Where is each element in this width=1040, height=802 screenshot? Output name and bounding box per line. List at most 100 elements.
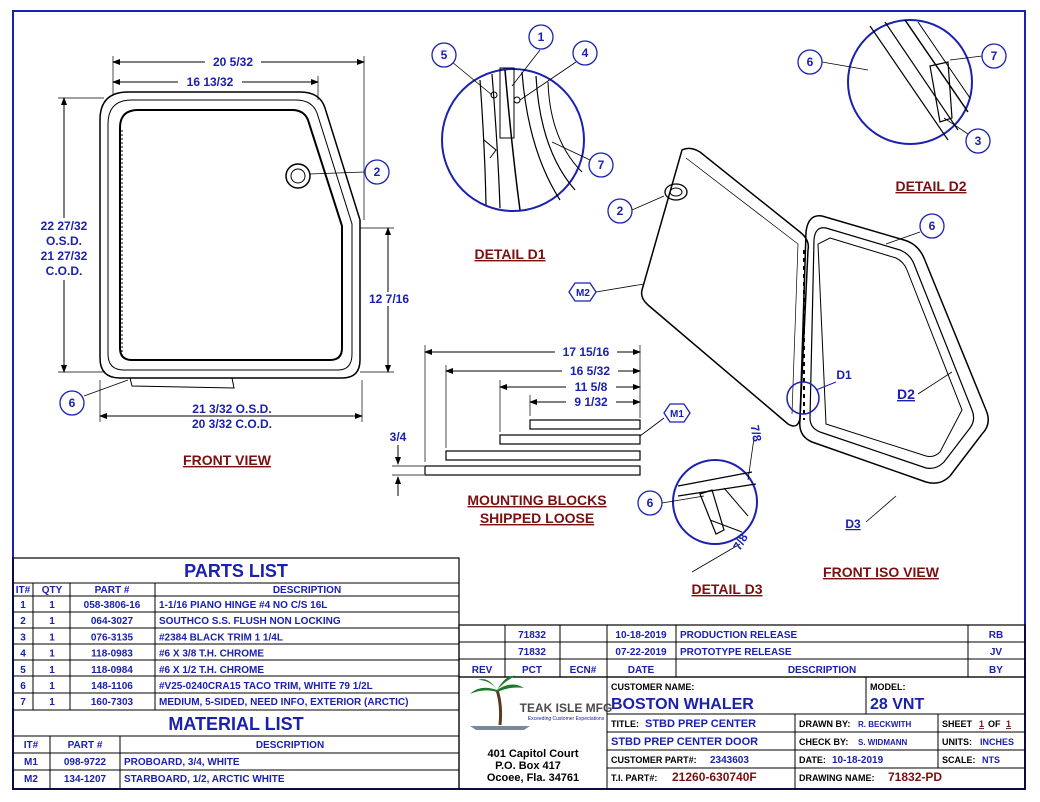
pl-cell-qty: 1 [49, 600, 55, 611]
detail-d1: 1 4 5 7 DETAIL D1 [431, 24, 614, 262]
detail-d3: 7/8 7/8 6 DETAIL D3 [637, 424, 765, 597]
ti-part-value: 21260-630740F [672, 770, 757, 784]
pl-cell-part: 064-3027 [91, 616, 134, 627]
date-value: 10-18-2019 [832, 755, 884, 766]
units-value: INCHES [980, 737, 1014, 747]
pl-cell-it: 2 [20, 616, 26, 627]
rev-cell-desc: PROTOTYPE RELEASE [680, 647, 792, 658]
pl-hdr-part: PART # [95, 585, 130, 596]
drawing-label: DRAWING NAME: [799, 773, 875, 783]
front-view-title: FRONT VIEW [183, 452, 272, 468]
pl-cell-part: 148-1106 [91, 681, 133, 692]
pl-cell-it: 5 [20, 665, 26, 676]
pl-cell-it: 3 [20, 632, 26, 643]
detail-d2: 6 7 3 DETAIL D2 [797, 19, 1007, 194]
rev-hdr-pct: PCT [522, 665, 542, 676]
mb-dim-2: 16 5/32 [570, 364, 610, 378]
model-value: 28 VNT [870, 696, 924, 713]
sheet-label: SHEET [942, 719, 973, 729]
balloon-2-front: 2 [374, 165, 381, 179]
pl-cell-desc: #6 X 3/8 T.H. CHROME [159, 649, 264, 660]
rev-hdr-date: DATE [628, 665, 655, 676]
mb-title-2: SHIPPED LOOSE [480, 510, 594, 526]
rev-hdr-ecn: ECN# [570, 665, 597, 676]
title-block: TEAK ISLE MFG Exceeding Customer Expecta… [458, 675, 1026, 790]
company-tagline: Exceeding Customer Expectations [528, 716, 605, 722]
rev-cell-by: JV [990, 647, 1003, 658]
balloon-1-d1: 1 [538, 30, 545, 44]
title-line-1: STBD PREP CENTER [645, 718, 756, 730]
detail-d2-title: DETAIL D2 [895, 178, 966, 194]
ti-part-label: T.I. PART#: [611, 773, 657, 783]
pl-cell-part: 076-3135 [91, 632, 134, 643]
pl-cell-qty: 1 [49, 632, 55, 643]
pl-cell-qty: 1 [49, 681, 55, 692]
detail-d1-title: DETAIL D1 [474, 246, 545, 262]
pl-cell-part: 118-0984 [91, 665, 133, 676]
pl-cell-it: 1 [20, 600, 26, 611]
mb-dim-1: 17 15/16 [563, 345, 610, 359]
rev-cell-pct: 71832 [518, 647, 546, 658]
detail-d3-title: DETAIL D3 [691, 581, 762, 597]
ml-cell-part: 134-1207 [64, 774, 107, 785]
balloon-2-iso: 2 [617, 204, 624, 218]
dim-height-2: O.S.D. [46, 234, 82, 248]
drawn-label: DRAWN BY: [799, 719, 850, 729]
rev-hdr-by: BY [989, 665, 1003, 676]
dim-right-height: 12 7/16 [369, 292, 409, 306]
customer-part-label: CUSTOMER PART#: [611, 755, 697, 765]
of-label: OF [988, 719, 1001, 729]
ml-hdr-part: PART # [68, 740, 103, 751]
dim-overall-width: 20 5/32 [213, 55, 253, 69]
pl-cell-desc: #2384 BLACK TRIM 1 1/4L [159, 632, 283, 643]
pl-cell-desc: #V25-0240CRA15 TACO TRIM, WHITE 79 1/2L [159, 681, 373, 692]
date-label: DATE: [799, 755, 826, 765]
d3-dim-top: 7/8 [748, 424, 765, 443]
mb-dim-3: 11 5/8 [575, 380, 608, 394]
sheet-value: 1 [979, 719, 984, 729]
address-line-2: P.O. Box 417 [495, 760, 561, 772]
pl-cell-part: 118-0983 [91, 649, 133, 660]
pl-cell-qty: 1 [49, 665, 55, 676]
ml-cell-desc: PROBOARD, 3/4, WHITE [124, 757, 240, 768]
material-list-title: MATERIAL LIST [168, 714, 303, 734]
model-label: MODEL: [870, 682, 906, 692]
balloon-7-d1: 7 [598, 158, 605, 172]
front-iso-title: FRONT ISO VIEW [823, 564, 940, 580]
pl-cell-desc: MEDIUM, 5-SIDED, NEED INFO, EXTERIOR (AR… [159, 697, 408, 708]
balloon-6-d2: 6 [807, 55, 814, 69]
scale-value: NTS [982, 755, 1000, 765]
pl-cell-desc: 1-1/16 PIANO HINGE #4 NO C/S 16L [159, 600, 327, 611]
ml-cell-desc: STARBOARD, 1/2, ARCTIC WHITE [124, 774, 285, 785]
dim-height-1: 22 27/32 [41, 219, 88, 233]
dim-height-3: 21 27/32 [41, 249, 88, 263]
pl-cell-it: 7 [20, 697, 26, 708]
dim-bottom-osd: 21 3/32 O.S.D. [192, 402, 271, 416]
palm-tree-icon [470, 675, 530, 730]
customer-name: BOSTON WHALER [611, 696, 754, 713]
parts-list-title: PARTS LIST [184, 561, 288, 581]
pl-cell-part: 160-7303 [91, 697, 134, 708]
title-label: TITLE: [611, 719, 639, 729]
customer-label: CUSTOMER NAME: [611, 682, 694, 692]
ml-cell-part: 098-9722 [64, 757, 107, 768]
check-value: S. WIDMANN [858, 738, 908, 747]
pl-cell-qty: 1 [49, 649, 55, 660]
drawn-value: R. BECKWITH [858, 720, 912, 729]
customer-part-value: 2343603 [710, 755, 749, 766]
dim-height-4: C.O.D. [46, 264, 83, 278]
balloon-6-iso: 6 [929, 219, 936, 233]
ml-cell-it: M1 [24, 757, 38, 768]
rev-cell-pct: 71832 [518, 630, 546, 641]
company-name: TEAK ISLE MFG [520, 701, 613, 715]
pl-cell-qty: 1 [49, 697, 55, 708]
rev-cell-date: 10-18-2019 [615, 630, 667, 641]
pl-cell-part: 058-3806-16 [84, 600, 141, 611]
iso-label-d3: D3 [845, 517, 861, 531]
iso-label-d2: D2 [897, 386, 915, 402]
pl-cell-it: 4 [20, 649, 26, 660]
